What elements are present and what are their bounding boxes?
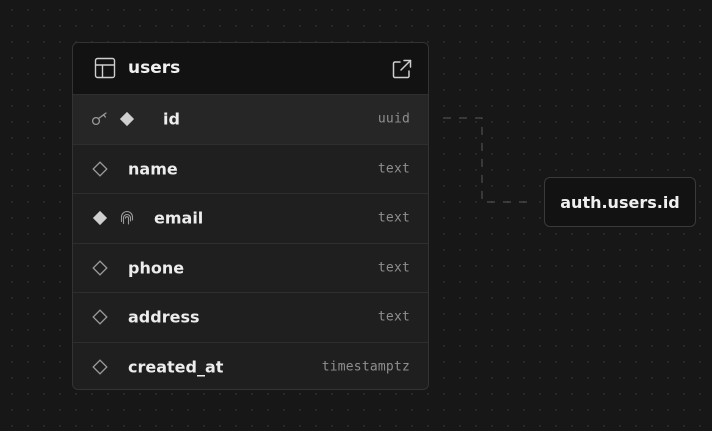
column-name: phone <box>128 258 185 278</box>
column-type: uuid <box>377 111 410 127</box>
column-row-id[interactable]: id uuid <box>73 95 428 145</box>
column-row-name[interactable]: name text <box>73 145 428 194</box>
outline-diamond-icon <box>92 309 108 325</box>
column-name: email <box>154 208 204 228</box>
outline-diamond-icon <box>92 161 108 177</box>
outline-diamond-icon <box>92 260 108 276</box>
column-type: text <box>377 260 410 276</box>
column-name: name <box>128 159 178 179</box>
column-name: created_at <box>128 357 224 377</box>
table-name: users <box>128 58 181 78</box>
table-icon <box>94 57 116 79</box>
key-icon <box>91 112 107 126</box>
column-type: text <box>377 210 410 226</box>
column-type: text <box>377 309 410 325</box>
column-row-created-at[interactable]: created_at timestamptz <box>73 343 428 390</box>
column-row-email[interactable]: email text <box>73 194 428 244</box>
column-type: text <box>377 161 410 177</box>
filled-diamond-icon <box>119 112 135 127</box>
filled-diamond-icon <box>92 211 108 226</box>
reference-node-auth-users-id[interactable]: auth.users.id <box>544 177 696 227</box>
column-type: timestamptz <box>321 359 410 375</box>
reference-label: auth.users.id <box>560 192 680 212</box>
table-header[interactable]: users <box>73 43 428 95</box>
outline-diamond-icon <box>92 359 108 375</box>
external-link-icon[interactable] <box>391 58 413 80</box>
column-name: address <box>128 307 200 327</box>
column-row-address[interactable]: address text <box>73 293 428 343</box>
fingerprint-icon <box>120 211 134 225</box>
table-card-users[interactable]: users id uuid name text <box>72 42 429 390</box>
column-name: id <box>163 109 180 129</box>
column-row-phone[interactable]: phone text <box>73 244 428 293</box>
